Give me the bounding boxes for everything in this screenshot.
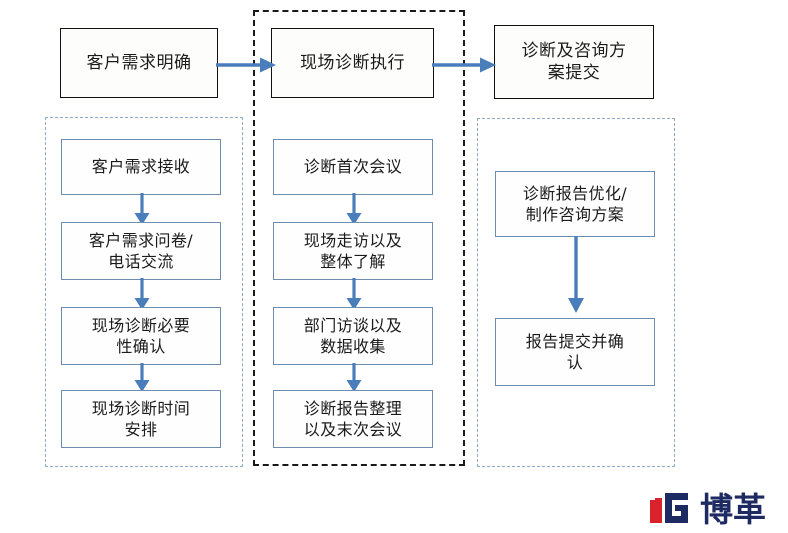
phase-box-2[interactable]: 现场诊断执行 [271,28,434,98]
brand-logo: 博革 [650,490,766,529]
step-box-2-4[interactable]: 诊断报告整理 以及末次会议 [273,390,433,448]
logo-wordmark: 博革 [700,490,766,529]
phase-box-3-label: 诊断及咨询方 案提交 [521,40,627,83]
step-box-1-1[interactable]: 客户需求接收 [61,139,221,195]
step-box-1-3-label: 现场诊断必要 性确认 [91,315,191,356]
step-box-2-3-label: 部门访谈以及 数据收集 [303,315,403,356]
step-box-2-1[interactable]: 诊断首次会议 [273,139,433,195]
step-box-1-3[interactable]: 现场诊断必要 性确认 [61,307,221,365]
group-frame-column-2 [253,10,465,466]
step-box-2-4-label: 诊断报告整理 以及末次会议 [303,398,403,439]
step-box-1-1-label: 客户需求接收 [91,157,191,177]
logo-mark-red-notch-top [650,493,662,500]
step-box-3-2-label: 报告提交并确 认 [525,331,625,372]
step-box-3-1-label: 诊断报告优化/ 制作咨询方案 [522,183,628,224]
step-box-2-1-label: 诊断首次会议 [303,157,403,177]
group-frame-column-3 [477,118,675,467]
logo-mark-navy-g [665,493,688,523]
phase-box-1[interactable]: 客户需求明确 [60,28,218,98]
step-box-2-2-label: 现场走访以及 整体了解 [303,230,403,271]
phase-box-3[interactable]: 诊断及咨询方 案提交 [494,25,654,99]
step-box-3-2[interactable]: 报告提交并确 认 [495,318,655,386]
step-box-2-3[interactable]: 部门访谈以及 数据收集 [273,307,433,365]
logo-mark-red-bar [650,493,662,523]
group-frame-column-1 [45,117,243,467]
phase-box-1-label: 客户需求明确 [86,52,192,73]
step-box-1-2-label: 客户需求问卷/ 电话交流 [88,230,194,271]
phase-box-2-label: 现场诊断执行 [300,52,405,73]
step-box-1-2[interactable]: 客户需求问卷/ 电话交流 [61,222,221,280]
step-box-2-2[interactable]: 现场走访以及 整体了解 [273,222,433,280]
step-box-3-1[interactable]: 诊断报告优化/ 制作咨询方案 [495,171,655,237]
step-box-1-4[interactable]: 现场诊断时间 安排 [61,390,221,448]
step-box-1-4-label: 现场诊断时间 安排 [91,398,191,439]
